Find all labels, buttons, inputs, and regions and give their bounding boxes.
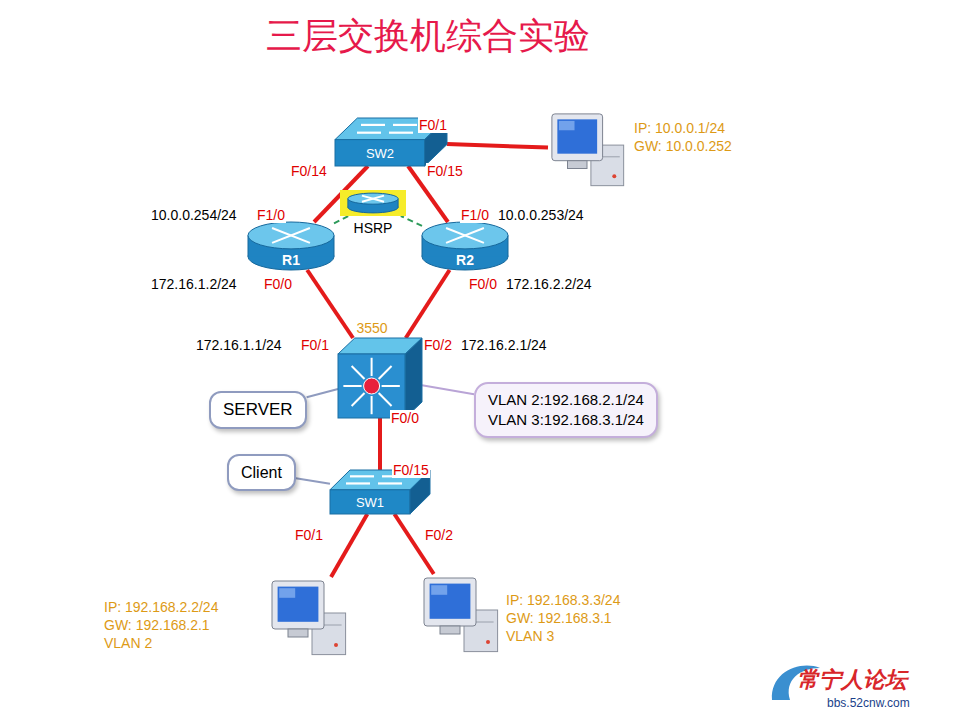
link-line	[331, 514, 367, 577]
hsrp-link	[401, 216, 422, 226]
device-label: IP: 192.168.3.3/24	[506, 592, 620, 608]
link-line	[378, 418, 382, 470]
port-label: F0/1	[300, 337, 330, 353]
ip-label: 172.16.1.2/24	[150, 276, 238, 292]
link-line	[296, 478, 330, 484]
device-label: VLAN 3	[506, 628, 554, 644]
port-label: F1/0	[256, 207, 286, 223]
device-label: R2	[422, 252, 508, 268]
computer-icon	[548, 110, 626, 188]
device-label: GW: 192.168.2.1	[104, 617, 210, 633]
pc-host: IP: 10.0.0.1/24GW: 10.0.0.252	[548, 110, 753, 190]
network-link	[447, 144, 548, 148]
callout-pointer	[307, 389, 338, 397]
port-label: F0/0	[263, 276, 293, 292]
link-line	[406, 270, 450, 338]
link-line	[401, 216, 422, 226]
computer-icon	[268, 577, 348, 657]
callout-text: VLAN 2:192.168.2.1/24	[488, 390, 644, 410]
callout-pointer	[296, 478, 330, 484]
callout-box: Client	[227, 454, 296, 491]
network-link	[380, 418, 381, 470]
device-label: SW2	[335, 146, 425, 162]
link-line	[334, 216, 348, 223]
device-label: GW: 10.0.0.252	[634, 138, 732, 154]
hsrp-link	[334, 216, 348, 223]
ip-label: 172.16.2.2/24	[505, 276, 593, 292]
callout-pointer	[422, 385, 474, 394]
port-label: F0/1	[418, 117, 448, 133]
ip-label: 10.0.0.253/24	[497, 207, 585, 223]
ip-label: 172.16.1.1/24	[195, 337, 283, 353]
network-link	[394, 514, 433, 574]
computer-icon	[420, 574, 500, 654]
network-device: 3550	[338, 320, 422, 418]
port-label: F0/15	[426, 163, 464, 179]
link-line	[307, 389, 338, 397]
router-icon	[340, 190, 406, 216]
port-label: F0/0	[390, 410, 420, 426]
device-label: HSRP	[340, 220, 406, 236]
network-device: R2	[422, 222, 508, 270]
callout-text: SERVER	[223, 399, 293, 421]
device-label: R1	[248, 252, 334, 268]
port-label: F0/2	[424, 527, 454, 543]
link-line	[447, 144, 548, 148]
port-label: F0/14	[290, 163, 328, 179]
callout-text: Client	[241, 462, 282, 483]
ip-label: 10.0.0.254/24	[150, 207, 238, 223]
device-label: IP: 10.0.0.1/24	[634, 120, 725, 136]
link-line	[307, 270, 353, 338]
layer3-switch-icon	[338, 338, 422, 418]
device-label: VLAN 2	[104, 635, 152, 651]
watermark: 常宁人论坛	[796, 666, 908, 692]
port-label: F0/0	[468, 276, 498, 292]
link-line	[422, 385, 474, 394]
network-link	[406, 270, 450, 338]
network-device: HSRP	[340, 190, 406, 238]
diagram-title: 三层交换机综合实验	[0, 12, 855, 61]
port-label: F1/0	[460, 207, 490, 223]
link-line	[394, 514, 433, 574]
callout-text: VLAN 3:192.168.3.1/24	[488, 410, 644, 430]
device-label: GW: 192.168.3.1	[506, 610, 612, 626]
port-label: F0/15	[392, 462, 430, 478]
network-device: R1	[248, 222, 334, 270]
port-label: F0/1	[294, 527, 324, 543]
ip-label: 172.16.2.1/24	[460, 337, 548, 353]
device-label: IP: 192.168.2.2/24	[104, 599, 218, 615]
pc-host: IP: 192.168.3.3/24GW: 192.168.3.1VLAN 3	[420, 572, 650, 662]
network-link	[331, 514, 367, 577]
port-label: F0/2	[423, 337, 453, 353]
device-label: 3550	[338, 320, 406, 336]
watermark: bbs.52cnw.com	[826, 695, 911, 711]
callout-box: VLAN 2:192.168.2.1/24VLAN 3:192.168.3.1/…	[474, 382, 658, 438]
pc-host: IP: 192.168.2.2/24GW: 192.168.2.1VLAN 2	[100, 575, 350, 665]
callout-box: SERVER	[209, 391, 307, 429]
device-label: SW1	[330, 495, 410, 511]
network-link	[307, 270, 353, 338]
